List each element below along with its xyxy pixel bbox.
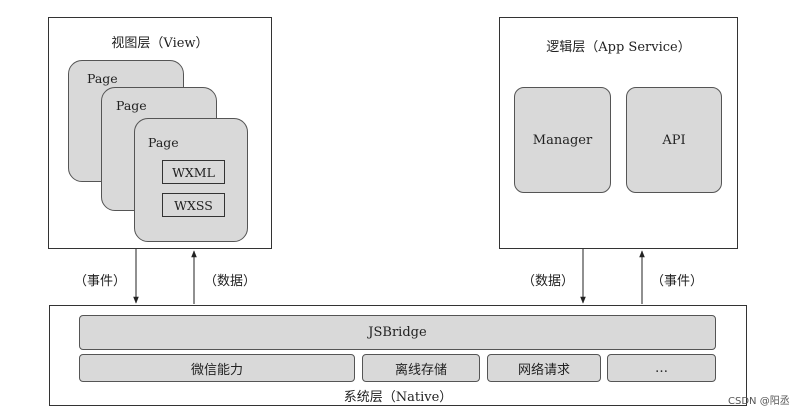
manager-module: Manager (514, 87, 611, 193)
jsbridge-bar: JSBridge (79, 315, 716, 350)
view-layer-title: 视图层（View） (111, 36, 209, 51)
page-card-3: Page WXML WXSS (134, 118, 248, 242)
view-data-label: （数据） (204, 274, 257, 289)
wechat-capability-bar: 微信能力 (79, 354, 355, 382)
logic-data-label: （数据） (522, 274, 575, 289)
wxss-box: WXSS (162, 193, 225, 217)
native-layer-title: 系统层（Native） (343, 390, 453, 405)
more-capabilities-bar: … (607, 354, 716, 382)
view-event-label: （事件） (74, 274, 127, 289)
offline-storage-bar: 离线存储 (362, 354, 480, 382)
watermark: CSDN @阳丞 (728, 396, 790, 407)
api-module: API (626, 87, 722, 193)
wxml-box: WXML (162, 160, 225, 184)
logic-event-label: （事件） (651, 274, 704, 289)
page-card-3-label: Page (148, 135, 179, 150)
logic-layer-title: 逻辑层（App Service） (546, 40, 691, 55)
page-card-2-label: Page (116, 98, 147, 113)
network-request-bar: 网络请求 (487, 354, 601, 382)
page-card-1-label: Page (87, 71, 118, 86)
